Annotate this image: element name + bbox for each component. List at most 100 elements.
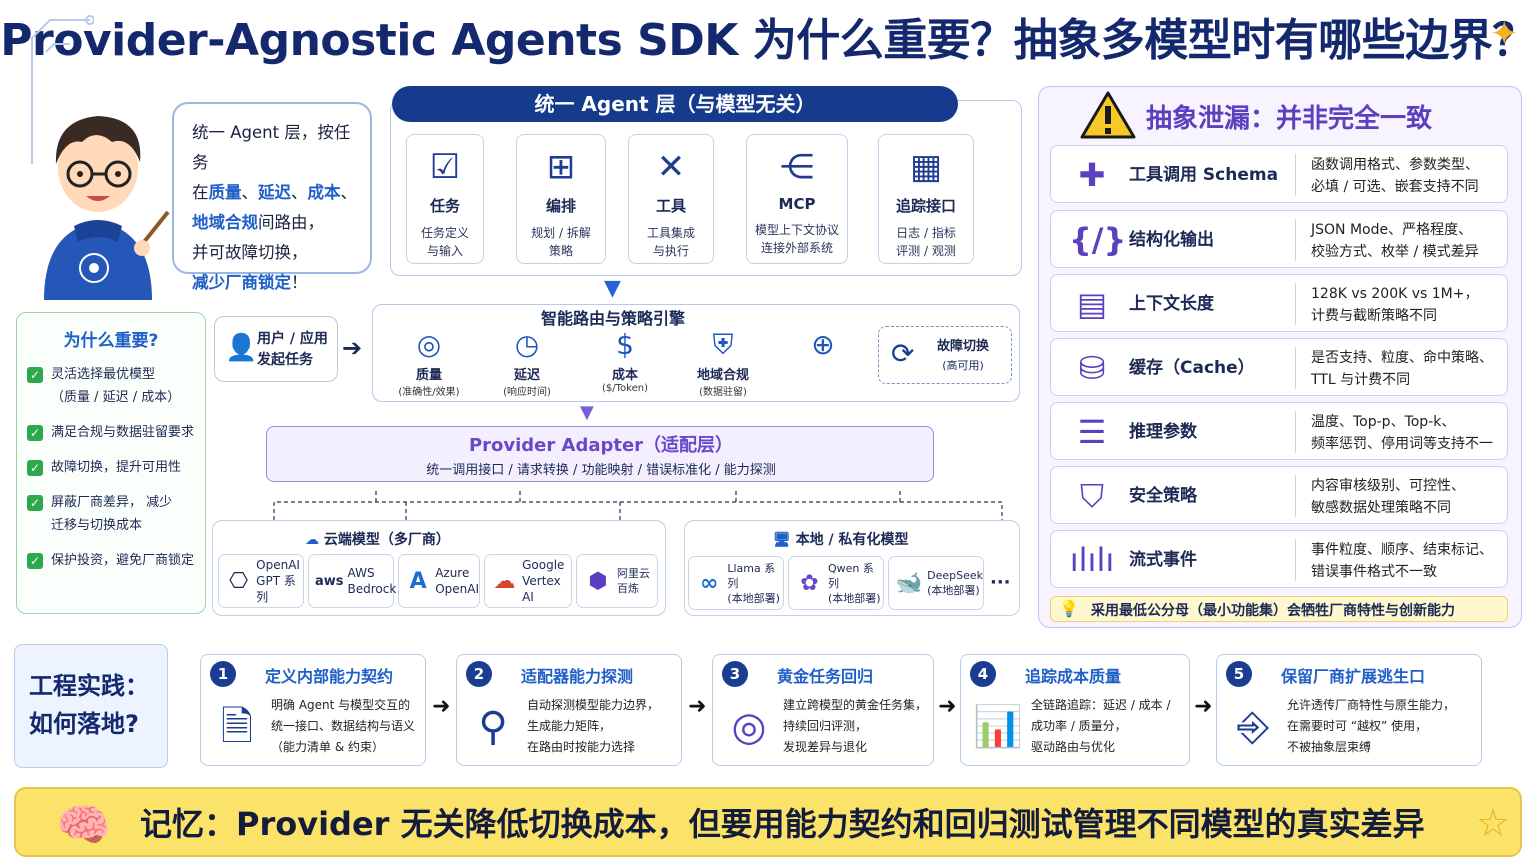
share-icon: ⋲ [780,147,814,187]
route-cost: $ 成本 ($/Token) [580,326,670,394]
developer-avatar [44,116,170,300]
warning-icon [1080,91,1136,139]
sparkle-icon: ✦ [1490,14,1519,54]
chart-icon: ▦ [909,147,943,187]
step-1: 1 定义内部能力契约 🗎 明确 Agent 与模型交互的统一接口、数据结构与语义… [200,654,426,766]
arrow-down-icon: ▼ [580,402,594,423]
practice-label-box: 工程实践： 如何落地? [14,644,168,768]
star-icon: ☆ [1476,801,1511,845]
braces-icon: {/} [1069,221,1127,259]
document-icon: ▤ [1076,285,1108,323]
page-title: Provider-Agnostic Agents SDK 为什么重要？抽象多模型… [0,15,1536,66]
sliders-icon: ☰ [1077,413,1107,451]
provider-deepseek: 🐋DeepSeek(本地部署) [888,556,984,610]
monitor-icon: 🖥 [773,532,796,548]
step-4: 4 追踪成本质量 📊 全链路追踪：延迟 / 成本 /成功率 / 质量分，驱动路由… [960,654,1190,766]
target-arrow-icon: ◎ [731,704,767,750]
route-globe-shield: ⊕ [778,326,868,364]
leak-inference-params: ☰推理参数温度、Top-p、Top-k、频率惩罚、停用词等支持不一 [1050,402,1508,460]
tile-tracing: ▦ 追踪接口 日志 / 指标评测 / 观测 [878,134,974,264]
user-icon: 👤 [225,333,258,363]
shield-check-icon: ⛉ [1079,477,1104,515]
failover-box: ⟳ 故障切换 (高可用) [878,326,1012,384]
sync-icon: ⟳ [891,337,915,370]
tools-icon: ✕ [656,147,686,187]
dollar-icon: $ [616,328,634,361]
waveform-icon: ılılı [1069,541,1115,579]
provider-llama: ∞Llama 系列(本地部署) [688,556,784,610]
tile-task: ☑ 任务 任务定义与输入 [406,134,484,264]
memo-bar: 🧠 记忆：Provider 无关降低切换成本，但要用能力契约和回归测试管理不同模… [14,787,1522,857]
why-item: ✓故障切换，提升可用性 [17,452,205,481]
user-app-box: 👤 用户 / 应用 发起任务 [214,316,338,382]
check-icon: ✓ [27,425,43,441]
tip-bar: 💡 采用最低公分母（最小功能集）会牺牲厂商特性与创新能力 [1050,596,1508,622]
check-icon: ✓ [27,495,43,511]
step-3: 3 黄金任务回归 ◎ 建立跨模型的黄金任务集，持续回归评测，发现差异与退化 [712,654,934,766]
bar-chart-icon: 📊 [973,704,1023,750]
checklist-icon: ☑ [429,147,461,187]
target-icon: ◎ [416,328,442,361]
provider-qwen: ✿Qwen 系列(本地部署) [788,556,884,610]
leak-cache: ⛁缓存（Cache）是否支持、粒度、命中策略、TTL 与计费不同 [1050,338,1508,396]
arrow-right-icon: ➜ [688,694,707,719]
cloud-icon: ☁ [305,532,324,548]
brain-icon: 🧠 [56,800,111,851]
tile-mcp: ⋲ MCP 模型上下文协议连接外部系统 [746,134,848,264]
shield-dollar-icon: ⛨ [712,328,734,361]
hierarchy-icon: ⊞ [546,147,576,187]
why-item: ✓屏蔽厂商差异， 减少迁移与切换成本 [17,487,205,539]
document-list-icon: 🗎 [220,704,254,750]
arrow-right-icon: ➜ [432,694,451,719]
circuit-decoration [31,15,94,164]
routing-engine: 智能路由与策略引擎 [372,304,1020,402]
arrow-right-icon: ➜ [938,694,957,719]
leak-safety-policy: ⛉安全策略内容审核级别、可控性、敏感数据处理策略不同 [1050,466,1508,524]
arrow-right-icon: ➔ [342,334,363,362]
tile-orchestration: ⊞ 编排 规划 / 拆解策略 [516,134,606,264]
qwen-logo-icon: ✿ [800,570,819,596]
route-quality: ◎ 质量 (准确性/效果) [384,326,474,398]
provider-adapter: Provider Adapter（适配层） 统一调用接口 / 请求转换 / 功能… [266,426,934,482]
azure-logo-icon: A [409,568,427,594]
puzzle-icon: ✚ [1078,156,1106,194]
lightbulb-icon: 💡 [1059,599,1079,618]
leaks-title: 抽象泄漏：并非完全一致 [1146,104,1433,134]
provider-aliyun: ⬢阿里云百炼 [576,554,658,608]
step-2: 2 适配器能力探测 ⚲ 自动探测模型能力边界，生成能力矩阵，在路由时按能力选择 [456,654,682,766]
arrow-right-icon: ➜ [1194,694,1213,719]
globe-shield-icon: ⊕ [811,328,835,361]
aws-logo-icon: aws [315,573,344,589]
database-icon: ⛁ [1078,349,1106,387]
magnifier-icon: ⚲ [478,704,508,750]
check-icon: ✓ [27,553,43,569]
exit-door-icon: ⎆ [1237,704,1269,750]
tile-tools: ✕ 工具 工具集成与执行 [628,134,714,264]
route-compliance: ⛨ 地域合规 (数据驻留) [678,326,768,398]
why-item: ✓灵活选择最优模型（质量 / 延迟 / 成本） [17,359,205,411]
route-latency: ◷ 延迟 (响应时间) [482,326,572,398]
speech-bubble: 统一 Agent 层，按任务 在质量、延迟、成本、 地域合规间路由， 并可故障切… [172,102,372,292]
why-important-panel: 为什么重要? ✓灵活选择最优模型（质量 / 延迟 / 成本） ✓满足合规与数据驻… [16,312,206,614]
clock-icon: ◷ [514,328,540,361]
meta-logo-icon: ∞ [700,570,719,596]
step-5: 5 保留厂商扩展逃生口 ⎆ 允许透传厂商特性与原生能力，在需要时可 “越权” 使… [1216,654,1482,766]
why-item: ✓保护投资，避免厂商锁定 [17,545,205,574]
google-cloud-icon: ☁ [493,568,516,594]
more-ellipsis: ··· [990,572,1011,593]
why-item: ✓满足合规与数据驻留要求 [17,417,205,446]
connector-lines [273,488,1003,520]
check-icon: ✓ [27,460,43,476]
arrow-down-icon: ▼ [604,276,621,301]
aliyun-logo-icon: ⬢ [588,568,608,594]
unified-layer-title: 统一 Agent 层（与模型无关） [392,86,958,122]
openai-logo-icon: ⎔ [228,568,249,594]
